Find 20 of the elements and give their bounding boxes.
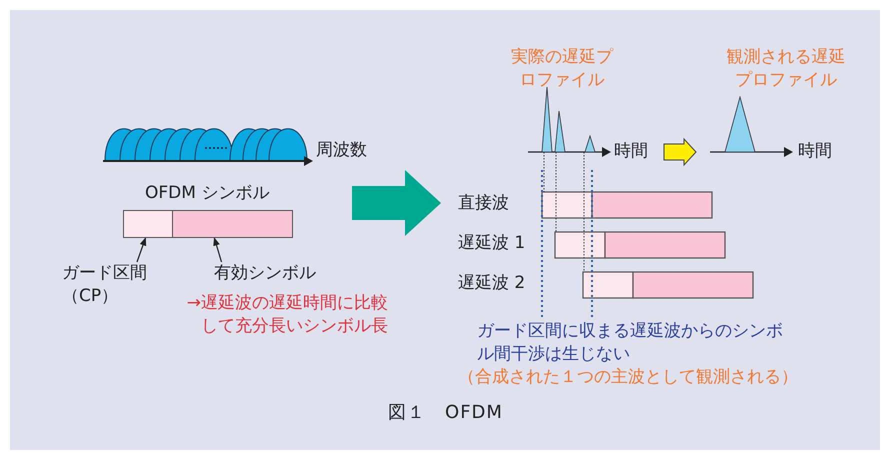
- note-text: →遅延波の遅延時間に比較して充分長いシンボル長: [186, 292, 388, 338]
- note-text: （合成された１つの主波として観測される）: [458, 366, 798, 389]
- part-label: 有効シンボル: [214, 262, 317, 285]
- row-label: 遅延波 1: [458, 232, 526, 255]
- profile-title: 観測される遅延プロファイル: [726, 46, 846, 92]
- profile-title: 実際の遅延プロファイル: [510, 46, 614, 92]
- note-text: ガード区間に収まる遅延波からのシンボル間干渉は生じない: [477, 320, 784, 366]
- block-arrow: [664, 138, 697, 166]
- axis-label: 周波数: [316, 139, 367, 162]
- axis-label: 時間: [614, 140, 648, 163]
- figure-caption: 図１ OFDM: [387, 401, 504, 424]
- leader-arrow: [213, 237, 222, 262]
- leader-arrow: [136, 237, 146, 262]
- guard-interval-box: [123, 210, 173, 238]
- symbol-heading: OFDM シンボル: [145, 182, 270, 205]
- part-label: ガード区間（CP）: [62, 262, 148, 308]
- row-label: 遅延波 2: [458, 272, 526, 295]
- effective-symbol-box: [172, 210, 293, 238]
- row-label: 直接波: [458, 192, 509, 215]
- axis-label: 時間: [798, 140, 832, 163]
